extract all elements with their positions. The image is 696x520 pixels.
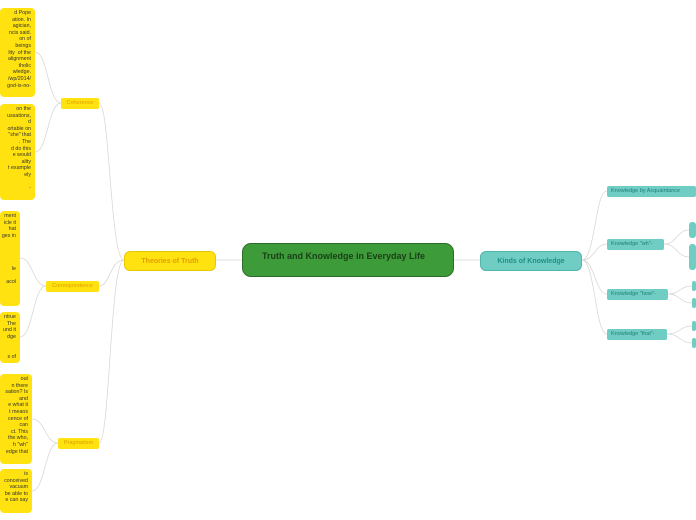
note-how-1[interactable] — [692, 281, 696, 291]
note-how-2[interactable] — [692, 298, 696, 308]
note-coherence-2[interactable]: on the ussations, d ortable on "she" tha… — [0, 104, 35, 200]
branch-correspondence[interactable]: Correspondence — [46, 281, 99, 292]
note-that-2[interactable] — [692, 338, 696, 348]
topic-theories-of-truth[interactable]: Theories of Truth — [124, 251, 216, 271]
branch-knowledge-how[interactable]: Knowledge "how"- — [607, 289, 668, 300]
branch-knowledge-wh[interactable]: Knowledge "wh"- — [607, 239, 664, 250]
note-correspondence-2[interactable]: ntrue The und it dge s of — [0, 312, 20, 363]
note-coherence-1[interactable]: d Pope ation. In agician, ncis said. on … — [0, 8, 35, 97]
note-pragmatism-1[interactable]: out n there sation? Is and e what it t m… — [0, 374, 32, 464]
note-pragmatism-2[interactable]: is conceived vacuum be able to e can say — [0, 469, 32, 513]
central-topic[interactable]: Truth and Knowledge in Everyday Life — [242, 243, 454, 277]
note-wh-2[interactable] — [689, 244, 696, 270]
branch-pragmatism[interactable]: Pragmatism — [58, 438, 99, 449]
branch-coherence[interactable]: Coherence — [61, 98, 99, 109]
note-wh-1[interactable] — [689, 222, 696, 238]
topic-kinds-of-knowledge[interactable]: Kinds of Knowledge — [480, 251, 582, 271]
branch-knowledge-by-acquaintance[interactable]: Knowledge by Acquaintance — [607, 186, 696, 197]
note-that-1[interactable] — [692, 321, 696, 331]
branch-knowledge-that[interactable]: Knowledge "that"- — [607, 329, 667, 340]
note-correspondence-1[interactable]: ment icle it hat ges in le acol — [0, 211, 20, 306]
